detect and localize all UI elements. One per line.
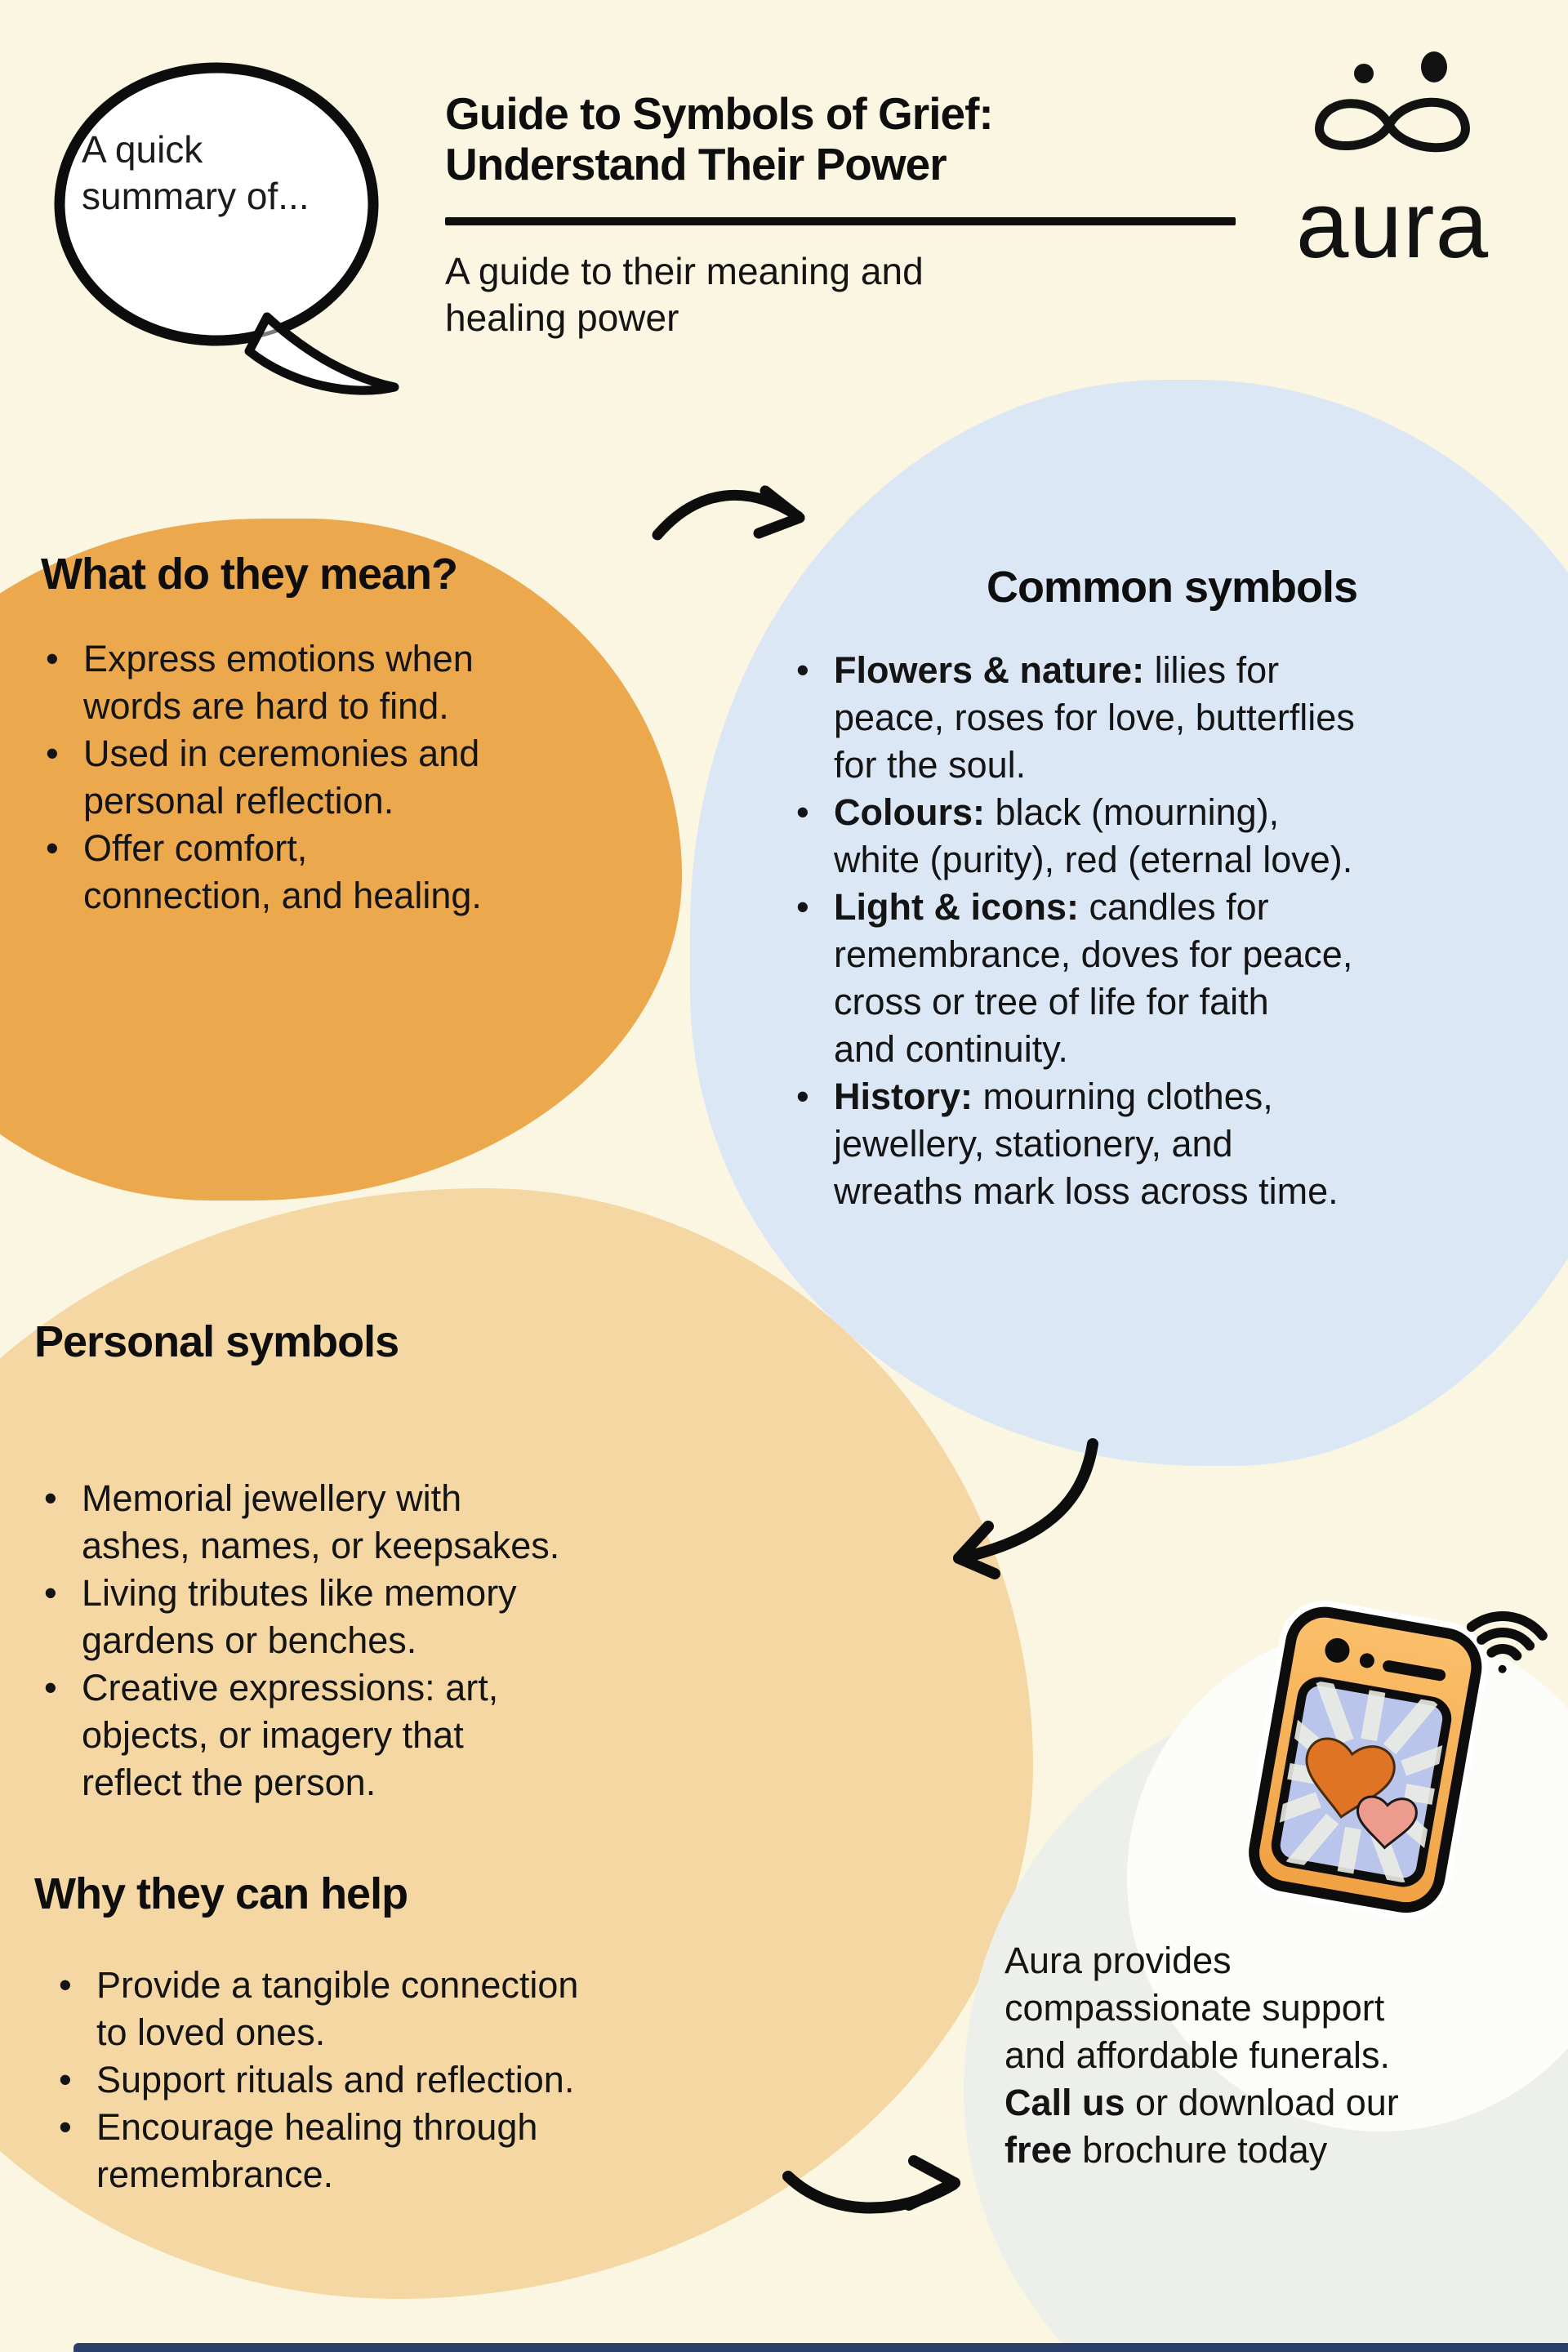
bullet-text: Offer comfort, connection, and healing. xyxy=(83,827,482,916)
list-item: • History: mourning clothes, jewellery, s… xyxy=(796,1073,1548,1215)
help-list: • Provide a tangible connection to loved … xyxy=(34,1962,769,2198)
bullet-text: Used in ceremonies and personal reflecti… xyxy=(83,733,480,822)
infinity-people-icon xyxy=(1315,51,1470,153)
bullet-text: Encourage healing through remembrance. xyxy=(96,2106,538,2195)
list-item: • Memorial jewellery with ashes, names, o… xyxy=(44,1475,688,1570)
aura-logo: aura xyxy=(1262,47,1523,278)
bullet-icon: • xyxy=(59,2059,72,2100)
common-symbols-blob xyxy=(690,380,1568,1466)
section-heading: Personal symbols xyxy=(34,1317,399,1366)
section-heading: Why they can help xyxy=(34,1869,408,1918)
bullet-text: Light & icons: candles for remembrance, … xyxy=(834,886,1353,1070)
bullet-icon: • xyxy=(46,733,59,774)
section-common-symbols: Common symbols • Flowers & nature: lilies… xyxy=(796,562,1548,1215)
bullet-icon: • xyxy=(59,2106,72,2148)
bullet-icon: • xyxy=(46,827,59,869)
bullet-text: Provide a tangible connection to loved o… xyxy=(96,1964,579,2053)
list-item: • Provide a tangible connection to loved … xyxy=(59,1962,769,2056)
bubble-text: A quick summary of... xyxy=(82,128,310,217)
arrow-right-curve-icon xyxy=(782,2155,960,2214)
bullet-text: History: mourning clothes, jewellery, st… xyxy=(834,1076,1339,1212)
bullet-icon: • xyxy=(796,1076,809,1117)
list-item: • Express emotions when words are hard to… xyxy=(46,635,678,730)
list-item: • Light & icons: candles for remembrance,… xyxy=(796,884,1548,1073)
section-what-do-they-mean: What do they mean? • Express emotions whe… xyxy=(41,549,678,920)
bullet-text: Creative expressions: art, objects, or i… xyxy=(82,1667,499,1803)
bullet-text: Memorial jewellery with ashes, names, or… xyxy=(82,1477,560,1566)
section-heading: What do they mean? xyxy=(41,550,458,599)
section-personal-symbols: Personal symbols • Memorial jewellery wit… xyxy=(34,1316,688,1806)
section-why-they-can-help: Why they can help • Provide a tangible co… xyxy=(34,1869,769,2198)
camera-dot xyxy=(1325,1637,1350,1663)
bullet-icon: • xyxy=(796,791,809,833)
speech-bubble-icon xyxy=(54,62,399,395)
footer-cta-text: Aura provides compassionate support and … xyxy=(1004,1940,1399,2171)
list-item: • Encourage healing through remembrance. xyxy=(59,2104,769,2198)
pink-heart-icon xyxy=(1356,1795,1418,1850)
list-item: • Support rituals and reflection. xyxy=(59,2056,769,2104)
meaning-blob xyxy=(0,519,682,1200)
bullet-icon: • xyxy=(796,649,809,691)
brand-wordmark: aura xyxy=(1295,172,1490,278)
list-item: • Living tributes like memory gardens or … xyxy=(44,1570,688,1664)
title-divider xyxy=(445,217,1236,225)
bullet-icon: • xyxy=(44,1572,57,1614)
bullet-icon: • xyxy=(44,1667,57,1708)
page-subtitle: A guide to their meaning and healing pow… xyxy=(445,250,924,339)
list-item: • Flowers & nature: lilies for peace, ros… xyxy=(796,647,1548,789)
bullet-text: Living tributes like memory gardens or b… xyxy=(82,1572,517,1661)
list-item: • Used in ceremonies and personal reflect… xyxy=(46,730,678,825)
bullet-text: Express emotions when words are hard to … xyxy=(83,638,474,727)
list-item: • Offer comfort, connection, and healing. xyxy=(46,825,678,920)
common-symbols-list: • Flowers & nature: lilies for peace, ros… xyxy=(796,647,1548,1215)
arrow-down-left-icon xyxy=(953,1438,1098,1579)
orange-heart-icon xyxy=(1305,1737,1396,1819)
bullet-text: Flowers & nature: lilies for peace, rose… xyxy=(834,649,1355,786)
list-item: • Colours: black (mourning), white (purit… xyxy=(796,789,1548,884)
page-title: Guide to Symbols of Grief: Understand Th… xyxy=(445,88,994,189)
signal-waves-icon xyxy=(1466,1611,1548,1673)
personal-symbols-blob xyxy=(0,1188,1033,2299)
meaning-list: • Express emotions when words are hard to… xyxy=(41,635,678,920)
list-item: • Creative expressions: art, objects, or … xyxy=(44,1664,688,1806)
personal-symbols-list: • Memorial jewellery with ashes, names, o… xyxy=(34,1475,688,1806)
arrow-right-icon xyxy=(652,485,805,541)
bullet-icon: • xyxy=(796,886,809,928)
speaker-bar xyxy=(1383,1660,1446,1682)
bullet-icon: • xyxy=(59,1964,72,2006)
title-block: Guide to Symbols of Grief: Understand Th… xyxy=(445,88,1245,341)
bullet-icon: • xyxy=(46,638,59,679)
bullet-text: Colours: black (mourning), white (purity… xyxy=(834,791,1353,880)
bullet-icon: • xyxy=(44,1477,57,1519)
section-heading: Common symbols xyxy=(986,563,1358,612)
phone-with-hearts-icon xyxy=(1248,1601,1548,1919)
bottom-edge-bar xyxy=(74,2343,1568,2352)
bullet-text: Support rituals and reflection. xyxy=(96,2059,575,2100)
